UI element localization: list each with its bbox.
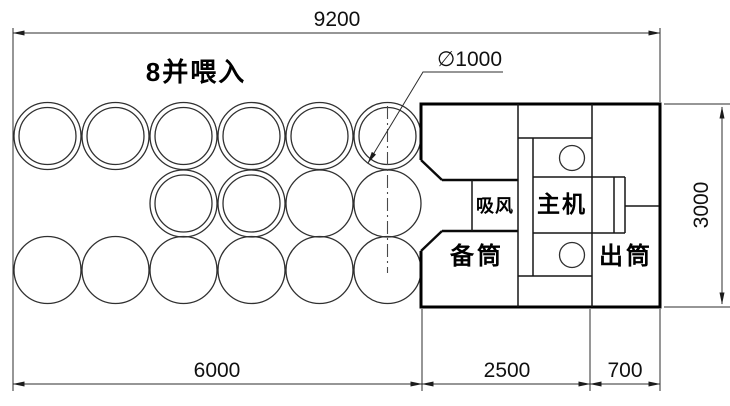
machine-roller-top [558,144,586,172]
diameter-callout: ∅1000 [367,48,503,164]
reserve-can-label: 备筒 [449,242,504,270]
machine-roller-bottom [558,241,586,269]
can-row-middle [149,169,422,238]
dim-6000-label: 6000 [194,359,241,382]
feed-notch-lower-chamfer [420,230,443,252]
main-unit-box [533,176,659,234]
can-row-top [13,101,422,171]
machine-outline [419,102,662,309]
main-unit-label: 主机 [537,191,587,217]
feed-notch-upper-chamfer [420,159,443,181]
dimension-overall-width: 9200 [12,8,661,391]
dimension-feed-section: 6000 [12,309,661,391]
suction-label: 吸风 [476,196,514,216]
dim-2500-label: 2500 [484,359,531,382]
dimension-machine-section: 2500 [421,359,591,387]
dimension-machine-depth: 3000 [664,103,730,308]
machine-internals [471,104,659,307]
dim-700-label: 700 [607,359,642,382]
can-diameter-label: ∅1000 [437,48,502,71]
dim-9200-label: 9200 [314,8,361,31]
outlet-can-label: 出筒 [599,242,653,270]
dim-3000-label: 3000 [690,182,713,229]
feed-note-label: 8并喂入 [146,57,246,87]
dimension-outlet-section: 700 [589,359,661,387]
can-row-bottom [13,235,422,305]
